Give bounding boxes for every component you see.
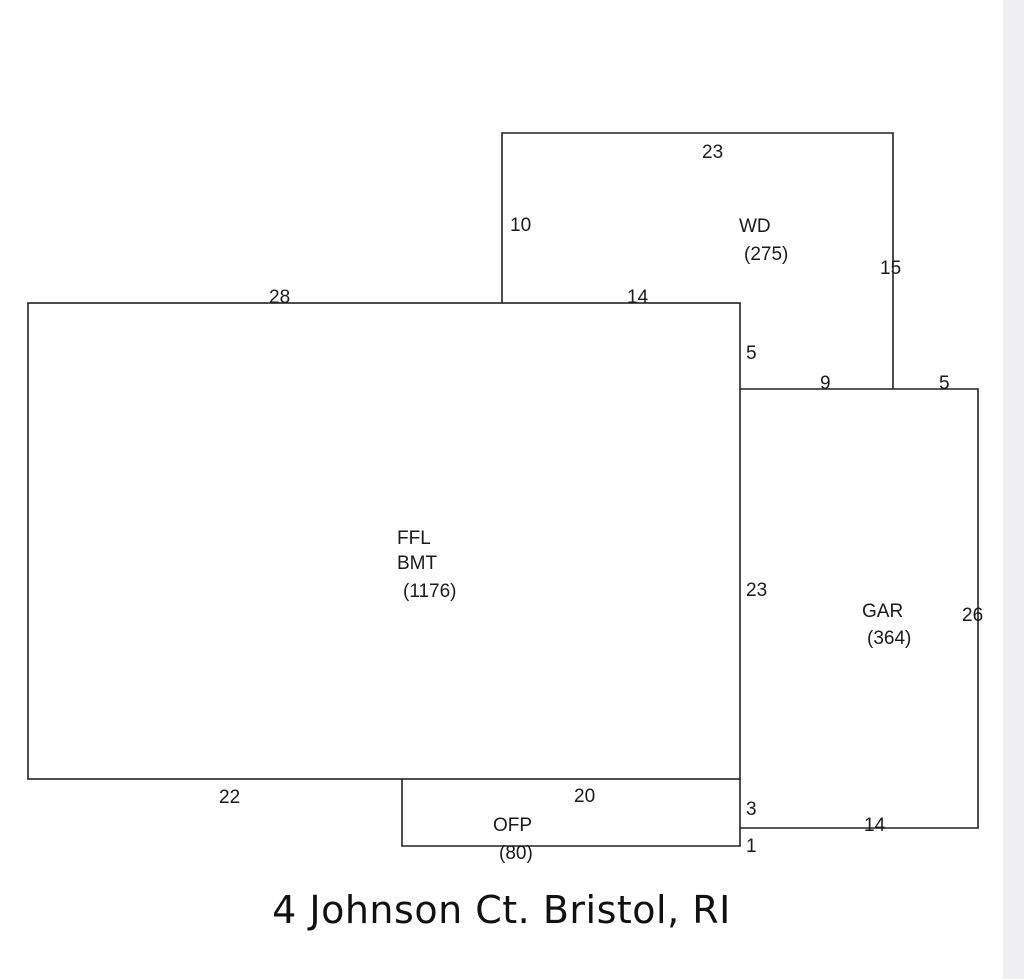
dim-deck-left: 10 bbox=[510, 215, 531, 236]
main-label-line-3: (1176) bbox=[403, 581, 457, 602]
dim-deck-lower-right: 5 bbox=[746, 343, 757, 364]
deck-label-line-2: (275) bbox=[744, 244, 788, 265]
porch-label-line-1: OFP bbox=[493, 815, 532, 836]
dim-deck-top: 23 bbox=[702, 142, 723, 163]
address-caption: 4 Johnson Ct. Bristol, RI bbox=[272, 888, 731, 932]
floor-plan-sketch: FFL BMT (1176) WD (275) GAR (364) OFP (8… bbox=[27, 132, 983, 864]
dim-porch-right-upper: 3 bbox=[746, 799, 757, 820]
dim-main-bottom-right: 20 bbox=[574, 786, 595, 807]
dim-garage-right: 26 bbox=[962, 605, 983, 626]
porch-label-line-2: (80) bbox=[499, 843, 533, 864]
deck-outline bbox=[501, 132, 894, 389]
dim-main-top-left: 28 bbox=[269, 287, 290, 308]
main-label-line-1: FFL bbox=[397, 528, 431, 549]
dim-main-top-right: 14 bbox=[627, 287, 649, 308]
right-margin-strip bbox=[1003, 0, 1024, 979]
dim-garage-top-right: 5 bbox=[939, 373, 950, 394]
garage-outline bbox=[740, 388, 979, 829]
dim-main-right: 23 bbox=[746, 580, 767, 601]
dim-garage-bottom: 14 bbox=[864, 815, 886, 836]
dim-porch-right-lower: 1 bbox=[746, 836, 757, 857]
garage-label-line-1: GAR bbox=[862, 601, 903, 622]
main-label-line-2: BMT bbox=[397, 553, 438, 574]
porch-outline bbox=[401, 779, 741, 847]
garage-label-line-2: (364) bbox=[867, 628, 911, 649]
main-house-outline bbox=[27, 302, 741, 780]
dim-deck-right: 15 bbox=[880, 258, 901, 279]
dim-main-bottom-left: 22 bbox=[219, 787, 240, 808]
deck-label-line-1: WD bbox=[739, 216, 771, 237]
dim-garage-top-left: 9 bbox=[820, 373, 831, 394]
sketch-page: FFL BMT (1176) WD (275) GAR (364) OFP (8… bbox=[27, 132, 984, 932]
